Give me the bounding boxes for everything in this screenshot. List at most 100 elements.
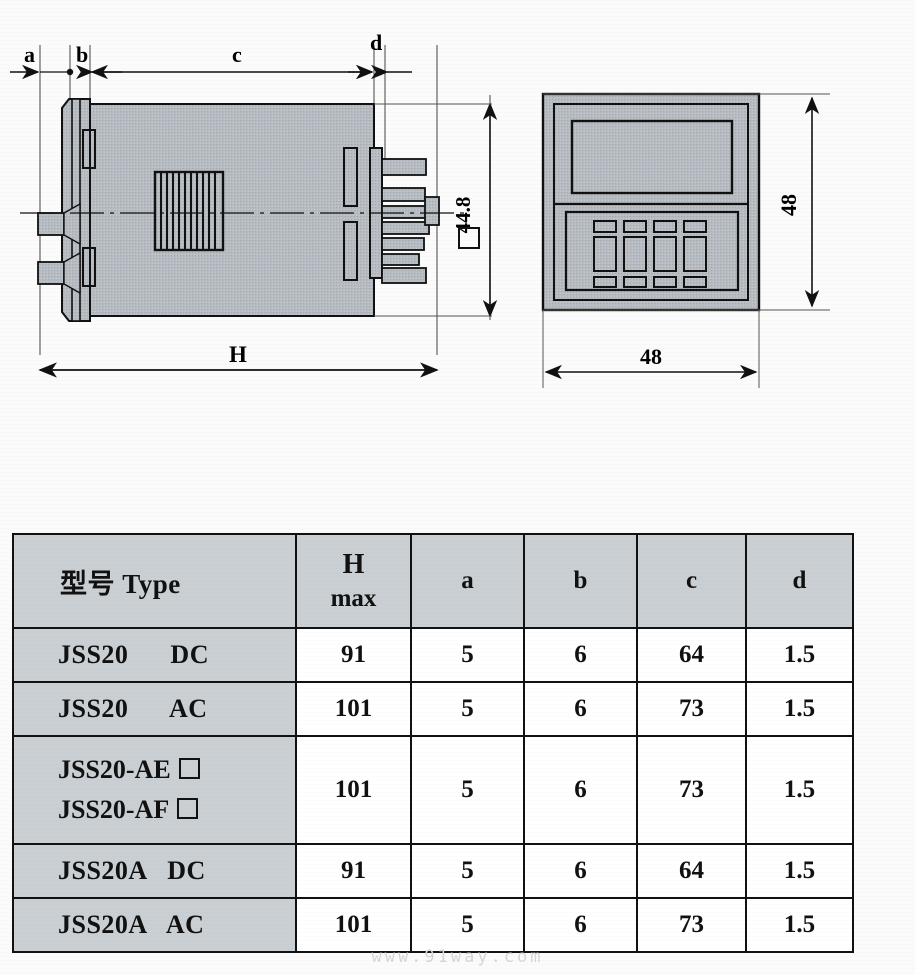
switch-down-button	[623, 276, 647, 288]
dimension-drawing: a b c d	[10, 30, 830, 388]
header-cell-b: b	[523, 533, 638, 629]
square-symbol-height	[458, 227, 480, 249]
header-cell-h: H max	[295, 533, 412, 629]
cell-a: 5	[410, 681, 525, 737]
tab-bevel-bottom	[63, 251, 81, 295]
tab-bevel-top	[63, 202, 81, 246]
switch-down-button	[593, 276, 617, 288]
switch-up-button	[683, 220, 707, 233]
header-cell-c: c	[636, 533, 747, 629]
type-label: JSS20A AC	[58, 910, 205, 939]
cell-d: 1.5	[745, 627, 854, 683]
mounting-tab-top	[37, 212, 65, 236]
cell-d: 1.5	[745, 897, 854, 953]
switch-up-button	[623, 220, 647, 233]
cell-d: 1.5	[745, 843, 854, 899]
switch-panel-frame	[564, 210, 740, 292]
type-label: JSS20 AC	[58, 694, 208, 723]
header-cell-d: d	[745, 533, 854, 629]
cell-c: 73	[636, 735, 747, 845]
variant-box-icon	[178, 758, 200, 779]
terminal-pin	[381, 237, 425, 251]
flange-slot-top	[82, 129, 96, 169]
cell-b: 6	[523, 843, 638, 899]
rear-slot-bottom	[343, 221, 358, 281]
terminal-pin	[381, 158, 427, 176]
dim-label-d: d	[370, 30, 382, 55]
cell-c: 73	[636, 897, 747, 953]
cell-type: JSS20A AC	[12, 897, 297, 953]
cell-c: 64	[636, 627, 747, 683]
table-row: JSS20A DC 91 5 6 64 1.5	[12, 843, 854, 899]
switch-digit-window	[593, 236, 617, 272]
switch-down-button	[653, 276, 677, 288]
header-h-stack: H max	[297, 547, 410, 615]
cell-a: 5	[410, 897, 525, 953]
switch-up-button	[653, 220, 677, 233]
switch-digit-window	[623, 236, 647, 272]
type-label-line1: JSS20-AE	[58, 755, 295, 785]
type-label: JSS20 DC	[58, 640, 209, 669]
cell-type: JSS20-AE JSS20-AF	[12, 735, 297, 845]
thumbwheel-switches	[593, 220, 707, 288]
dim-label-front-width: 48	[640, 344, 662, 369]
specification-table: 型号 Type H max a b c d JSS20 DC 91	[12, 533, 854, 953]
cell-type: JSS20 AC	[12, 681, 297, 737]
type-label: JSS20A DC	[58, 856, 206, 885]
terminal-pin-cap	[424, 196, 440, 226]
table-row: JSS20A AC 101 5 6 73 1.5	[12, 897, 854, 953]
dim-label-H: H	[229, 342, 247, 367]
dim-label-a: a	[24, 42, 35, 67]
front-view-group: 48 48	[541, 92, 830, 388]
terminal-pin	[381, 221, 430, 235]
cell-a: 5	[410, 735, 525, 845]
cell-b: 6	[523, 735, 638, 845]
display-window	[570, 119, 734, 195]
type-label-group: JSS20-AE JSS20-AF	[14, 755, 295, 825]
type-label-line2: JSS20-AF	[58, 795, 295, 825]
ventilation-grille	[153, 170, 225, 252]
table-row: JSS20 DC 91 5 6 64 1.5	[12, 627, 854, 683]
switch-digit-window	[683, 236, 707, 272]
specification-table-wrapper: 型号 Type H max a b c d JSS20 DC 91	[12, 533, 854, 953]
dim-label-c: c	[232, 42, 242, 67]
cell-type: JSS20A DC	[12, 843, 297, 899]
header-label-type: 型号 Type	[60, 568, 181, 599]
variant-box-icon	[177, 798, 199, 819]
drawing-svg: a b c d	[10, 30, 830, 388]
cell-a: 5	[410, 843, 525, 899]
flange-slot-bottom	[82, 247, 96, 287]
switch-up-button	[593, 220, 617, 233]
table-header-row: 型号 Type H max a b c d	[12, 533, 854, 629]
switch-down-button	[683, 276, 707, 288]
switch-digit-window	[653, 236, 677, 272]
table-row: JSS20 AC 101 5 6 73 1.5	[12, 681, 854, 737]
cell-d: 1.5	[745, 735, 854, 845]
terminal-pins	[381, 158, 440, 284]
front-panel-body	[541, 92, 761, 312]
table-row-merged: JSS20-AE JSS20-AF 101 5 6 73 1.5	[12, 735, 854, 845]
cell-h: 101	[295, 897, 412, 953]
terminal-pin	[381, 253, 420, 266]
cell-a: 5	[410, 627, 525, 683]
header-cell-a: a	[410, 533, 525, 629]
cell-c: 73	[636, 681, 747, 737]
cell-c: 64	[636, 843, 747, 899]
side-view-group: a b c d	[10, 30, 498, 378]
cell-type: JSS20 DC	[12, 627, 297, 683]
terminal-pin	[381, 267, 427, 284]
cell-h: 101	[295, 735, 412, 845]
cell-b: 6	[523, 627, 638, 683]
watermark: www.91way.com	[371, 947, 544, 967]
front-panel-inner-frame	[553, 103, 749, 301]
header-cell-type: 型号 Type	[12, 533, 297, 629]
cell-h: 91	[295, 843, 412, 899]
cell-b: 6	[523, 681, 638, 737]
dim-label-front-height: 48	[776, 194, 801, 216]
header-label-h: H	[342, 549, 365, 581]
cell-d: 1.5	[745, 681, 854, 737]
terminal-pin	[381, 187, 426, 202]
relay-body	[89, 103, 375, 317]
header-label-h-max: max	[330, 584, 377, 612]
rear-slot-top	[343, 147, 358, 207]
